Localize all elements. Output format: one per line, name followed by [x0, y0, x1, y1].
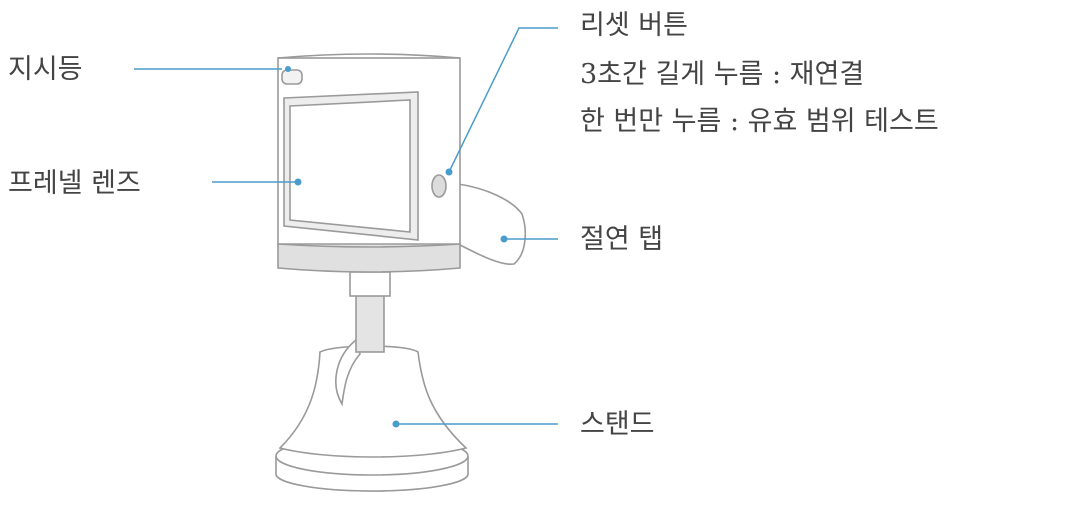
label-insulation-tab: 절연 탭: [580, 224, 664, 255]
label-stand: 스탠드: [580, 409, 655, 440]
body-top-edge: [277, 53, 461, 59]
reset-button: [431, 174, 447, 198]
label-fresnel-lens: 프레넬 렌즈: [8, 168, 141, 199]
leader-dot-tab: [500, 235, 508, 243]
leader-dot-reset: [445, 168, 453, 176]
leader-lines: [134, 27, 558, 425]
stand-clip: [335, 338, 361, 407]
stand: [275, 338, 469, 492]
neck: [349, 271, 391, 353]
band-seam: [277, 243, 461, 248]
label-indicator: 지시등: [8, 54, 83, 85]
lens-window: [289, 99, 411, 233]
bottom-band: [277, 243, 461, 273]
leader-dot-lens: [294, 178, 302, 186]
neck-collar: [349, 271, 391, 297]
label-reset-hold: 3초간 길게 누름 : 재연결: [580, 59, 865, 90]
leader-dot-stand: [392, 420, 400, 428]
neck-rod: [355, 291, 385, 353]
label-reset-button: 리셋 버튼: [580, 10, 688, 41]
label-reset-press: 한 번만 누름 : 유효 범위 테스트: [580, 106, 939, 137]
stand-bell: [278, 345, 468, 458]
leader-dot-indicator: [285, 66, 291, 72]
leader-line-reset: [448, 27, 558, 173]
sensor-body: [277, 53, 461, 273]
leader-dots: [285, 66, 508, 428]
insulation-tab: [457, 183, 527, 265]
indicator-light: [281, 69, 303, 85]
